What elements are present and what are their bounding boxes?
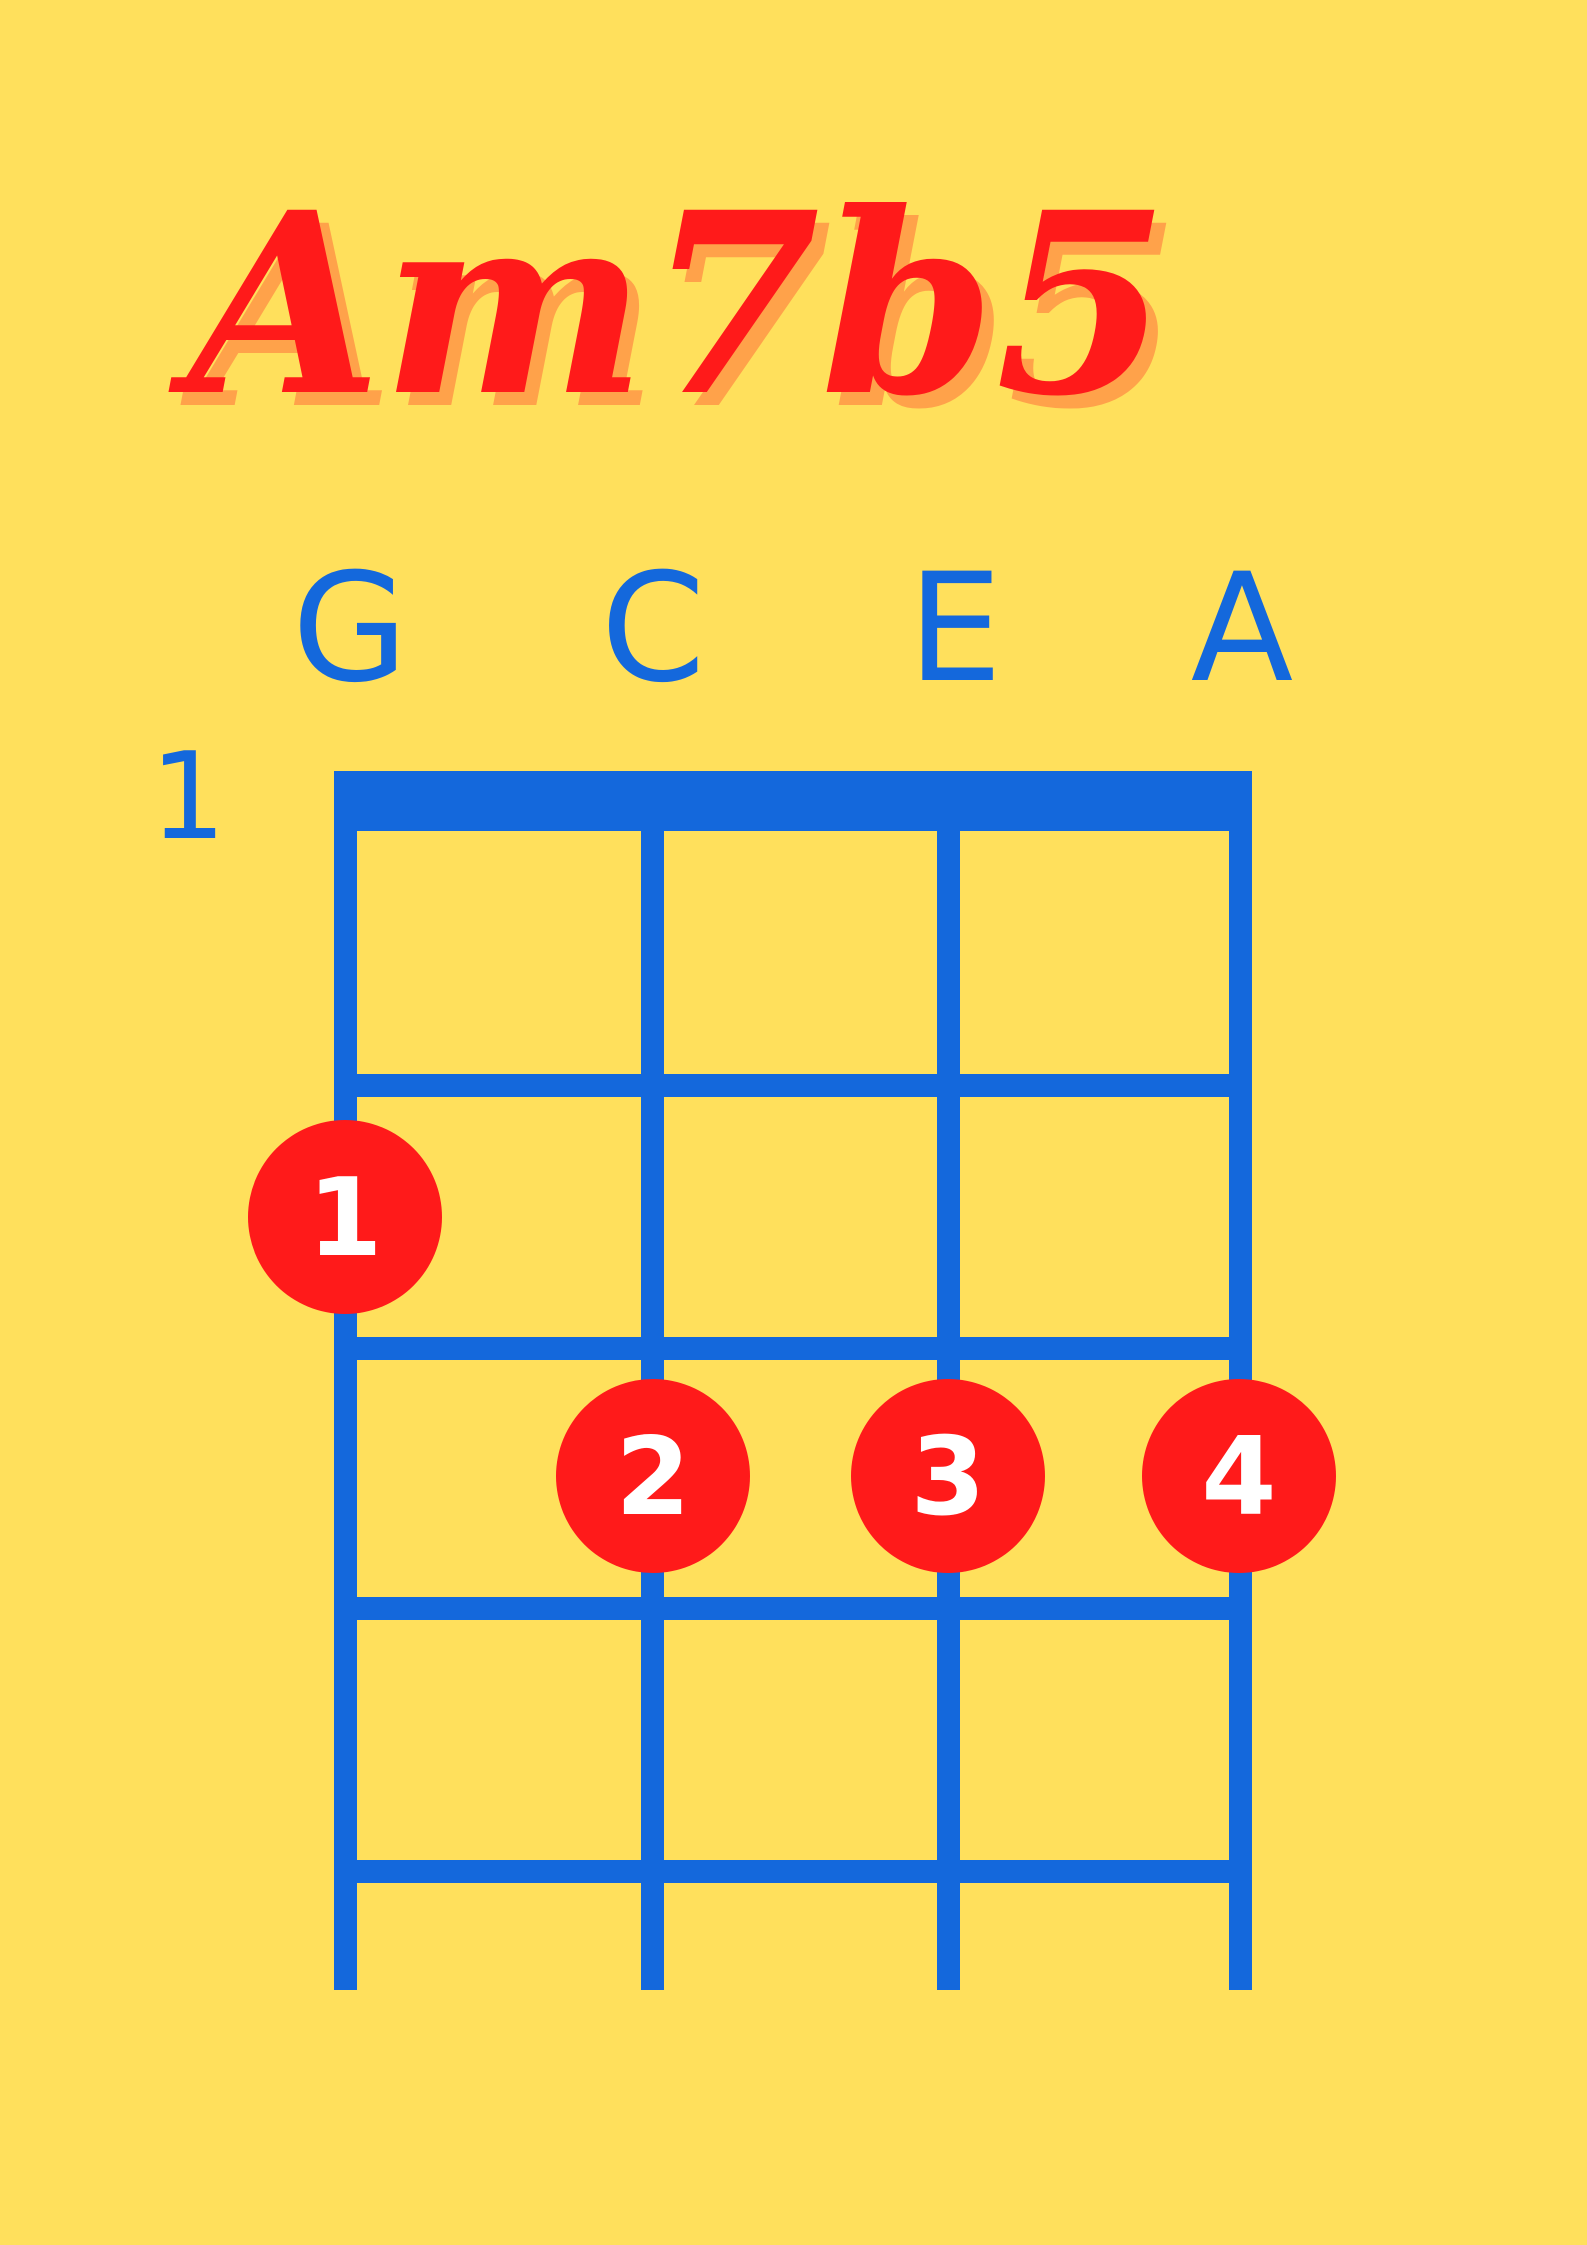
finger-dot-2-label: 2: [615, 1415, 690, 1540]
finger-dot-1: 1: [248, 1120, 442, 1314]
fret-line-1: [334, 1074, 1252, 1097]
finger-dot-4: 4: [1142, 1379, 1336, 1573]
nut: [334, 771, 1252, 831]
finger-dot-3-label: 3: [910, 1415, 985, 1540]
finger-dot-4-circle: [1142, 1379, 1336, 1573]
fret-line-2: [334, 1337, 1252, 1360]
finger-dot-2: 2: [556, 1379, 750, 1573]
finger-dot-1-circle: [248, 1120, 442, 1314]
finger-dot-3-circle: [851, 1379, 1045, 1573]
finger-dot-4-label: 4: [1201, 1415, 1276, 1540]
string-label-a: A: [1191, 542, 1294, 716]
string-line-g: [334, 771, 357, 1990]
finger-dot-2-circle: [556, 1379, 750, 1573]
finger-dot-1-label: 1: [307, 1156, 382, 1281]
string-label-e: E: [908, 542, 1003, 716]
fret-line-4: [334, 1860, 1252, 1883]
start-fret-number: 1: [150, 728, 226, 867]
chord-title-shadow: Am7b5: [180, 170, 1181, 464]
string-label-c: C: [601, 542, 706, 716]
fret-line-3: [334, 1597, 1252, 1620]
chord-title: Am7b5: [168, 157, 1169, 451]
finger-dot-3: 3: [851, 1379, 1045, 1573]
string-label-g: G: [292, 542, 408, 716]
